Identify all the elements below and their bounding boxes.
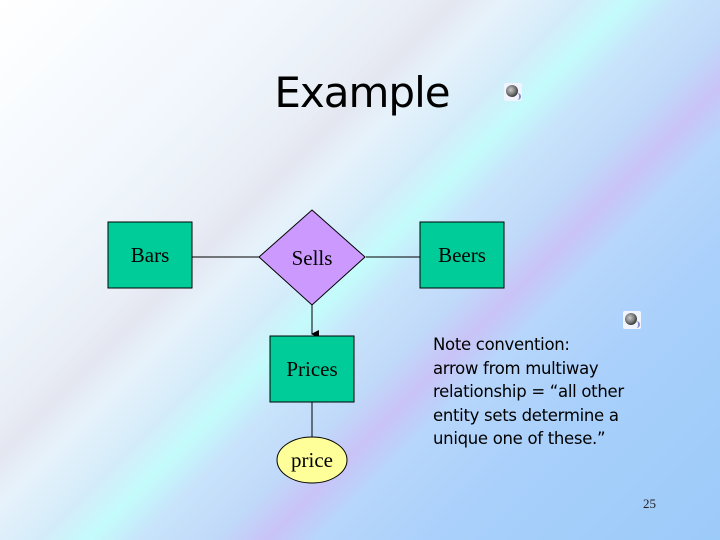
entity-beers[interactable]: Beers — [419, 221, 505, 289]
note-line: arrow from multiway — [433, 358, 599, 378]
speaker-icon[interactable] — [623, 311, 641, 329]
entity-prices[interactable]: Prices — [269, 335, 355, 403]
speaker-wave — [632, 321, 640, 328]
speaker-wave — [513, 93, 521, 100]
attribute-price-label: price — [291, 448, 333, 472]
entity-bars[interactable]: Bars — [107, 221, 193, 289]
note-text: Note convention: arrow from multiway rel… — [433, 333, 673, 451]
speaker-icon[interactable] — [504, 83, 522, 101]
page-number: 25 — [643, 496, 656, 511]
relationship-sells[interactable]: Sells — [258, 209, 366, 306]
entity-beers-box — [419, 221, 505, 289]
attribute-price[interactable]: price — [276, 436, 348, 484]
note-line: relationship = “all other — [433, 382, 624, 401]
attribute-price-ellipse — [276, 436, 348, 484]
relationship-sells-diamond — [258, 209, 366, 306]
entity-bars-box — [107, 221, 193, 289]
entity-beers-label: Beers — [438, 243, 486, 267]
relationship-sells-label: Sells — [292, 246, 333, 270]
slide-title: Example — [274, 68, 450, 117]
entity-prices-box — [269, 335, 355, 403]
note-line: Note convention: — [433, 335, 570, 354]
entity-prices-label: Prices — [286, 357, 337, 381]
entity-bars-label: Bars — [131, 243, 170, 267]
note-line: unique one of these.” — [433, 429, 606, 448]
note-line: entity sets determine a — [433, 405, 619, 425]
